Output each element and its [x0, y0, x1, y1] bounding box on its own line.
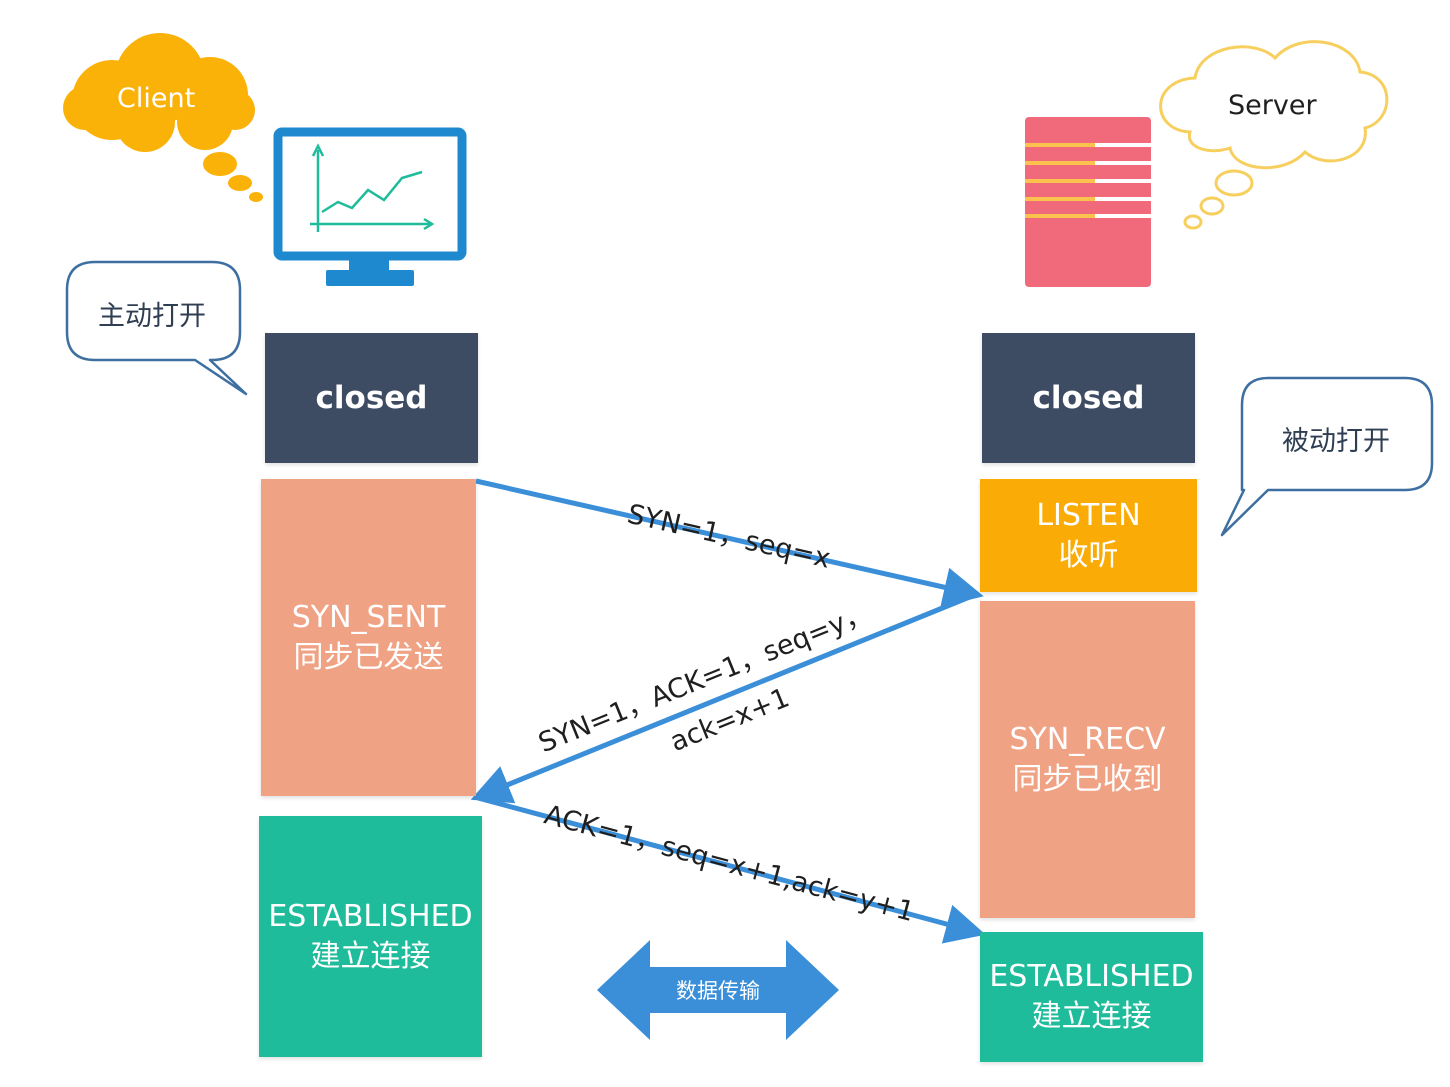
client-established-desc: 建立连接 — [310, 938, 431, 974]
monitor-icon — [273, 127, 467, 286]
server-established-desc: 建立连接 — [1031, 999, 1152, 1034]
client-established-state: ESTABLISHED 建立连接 — [259, 816, 482, 1057]
syn-message-label: SYN=1，seq=x — [624, 499, 833, 575]
server-cloud-label: Server — [1228, 90, 1317, 121]
data-transfer-label: 数据传输 — [676, 979, 760, 1003]
server-rack-icon — [1025, 117, 1151, 287]
server-listen-name: LISTEN — [1036, 497, 1141, 533]
client-cloud-label: Client — [117, 83, 196, 114]
client-syn-sent-state: SYN_SENT 同步已发送 — [261, 479, 476, 796]
ack-arrow — [477, 795, 986, 944]
server-cloud-icon — [1159, 40, 1389, 230]
client-closed-state: closed — [265, 333, 478, 463]
client-cloud-icon — [63, 33, 263, 202]
server-syn-recv-name: SYN_RECV — [1009, 721, 1166, 757]
client-syn-sent-name: SYN_SENT — [291, 599, 446, 635]
server-syn-recv-desc: 同步已收到 — [1012, 761, 1163, 797]
data-transfer-arrow-icon — [597, 940, 839, 1040]
server-listen-desc: 收听 — [1058, 537, 1119, 573]
server-callout-bubble — [1220, 376, 1434, 537]
server-closed-label: closed — [1032, 380, 1145, 416]
client-callout-text: 主动打开 — [98, 301, 206, 332]
server-listen-state: LISTEN 收听 — [980, 479, 1197, 592]
client-established-name: ESTABLISHED — [268, 898, 473, 934]
server-established-state: ESTABLISHED 建立连接 — [980, 932, 1203, 1062]
client-closed-label: closed — [315, 380, 428, 416]
syn-arrow — [475, 478, 984, 607]
ack-message-label: ACK=1，seq=x+1,ack=y+1 — [541, 799, 918, 928]
server-callout-text: 被动打开 — [1282, 426, 1390, 457]
message-arrows — [470, 478, 986, 944]
server-established-name: ESTABLISHED — [989, 959, 1194, 994]
server-syn-recv-state: SYN_RECV 同步已收到 — [980, 601, 1195, 918]
client-callout-bubble — [65, 260, 248, 396]
syn-ack-arrow — [470, 593, 973, 804]
client-syn-sent-desc: 同步已发送 — [293, 639, 444, 675]
server-closed-state: closed — [982, 333, 1195, 463]
